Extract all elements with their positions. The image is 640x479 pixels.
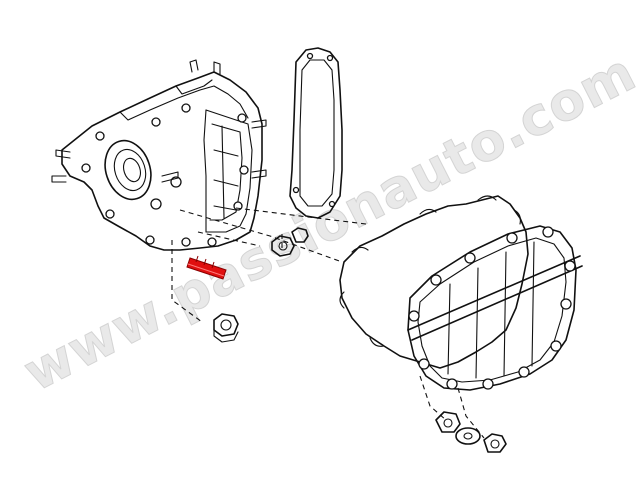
housing-nut[interactable] — [271, 227, 309, 257]
assembly-guide-lines — [171, 207, 485, 439]
stud-nut[interactable] — [213, 313, 239, 343]
crankcase-housing[interactable] — [51, 59, 267, 251]
cover-nut-washer[interactable] — [435, 411, 507, 453]
stud[interactable] — [186, 255, 227, 280]
crankcase-cover-with-gasket[interactable] — [339, 195, 583, 391]
cover-gasket[interactable] — [289, 47, 343, 219]
